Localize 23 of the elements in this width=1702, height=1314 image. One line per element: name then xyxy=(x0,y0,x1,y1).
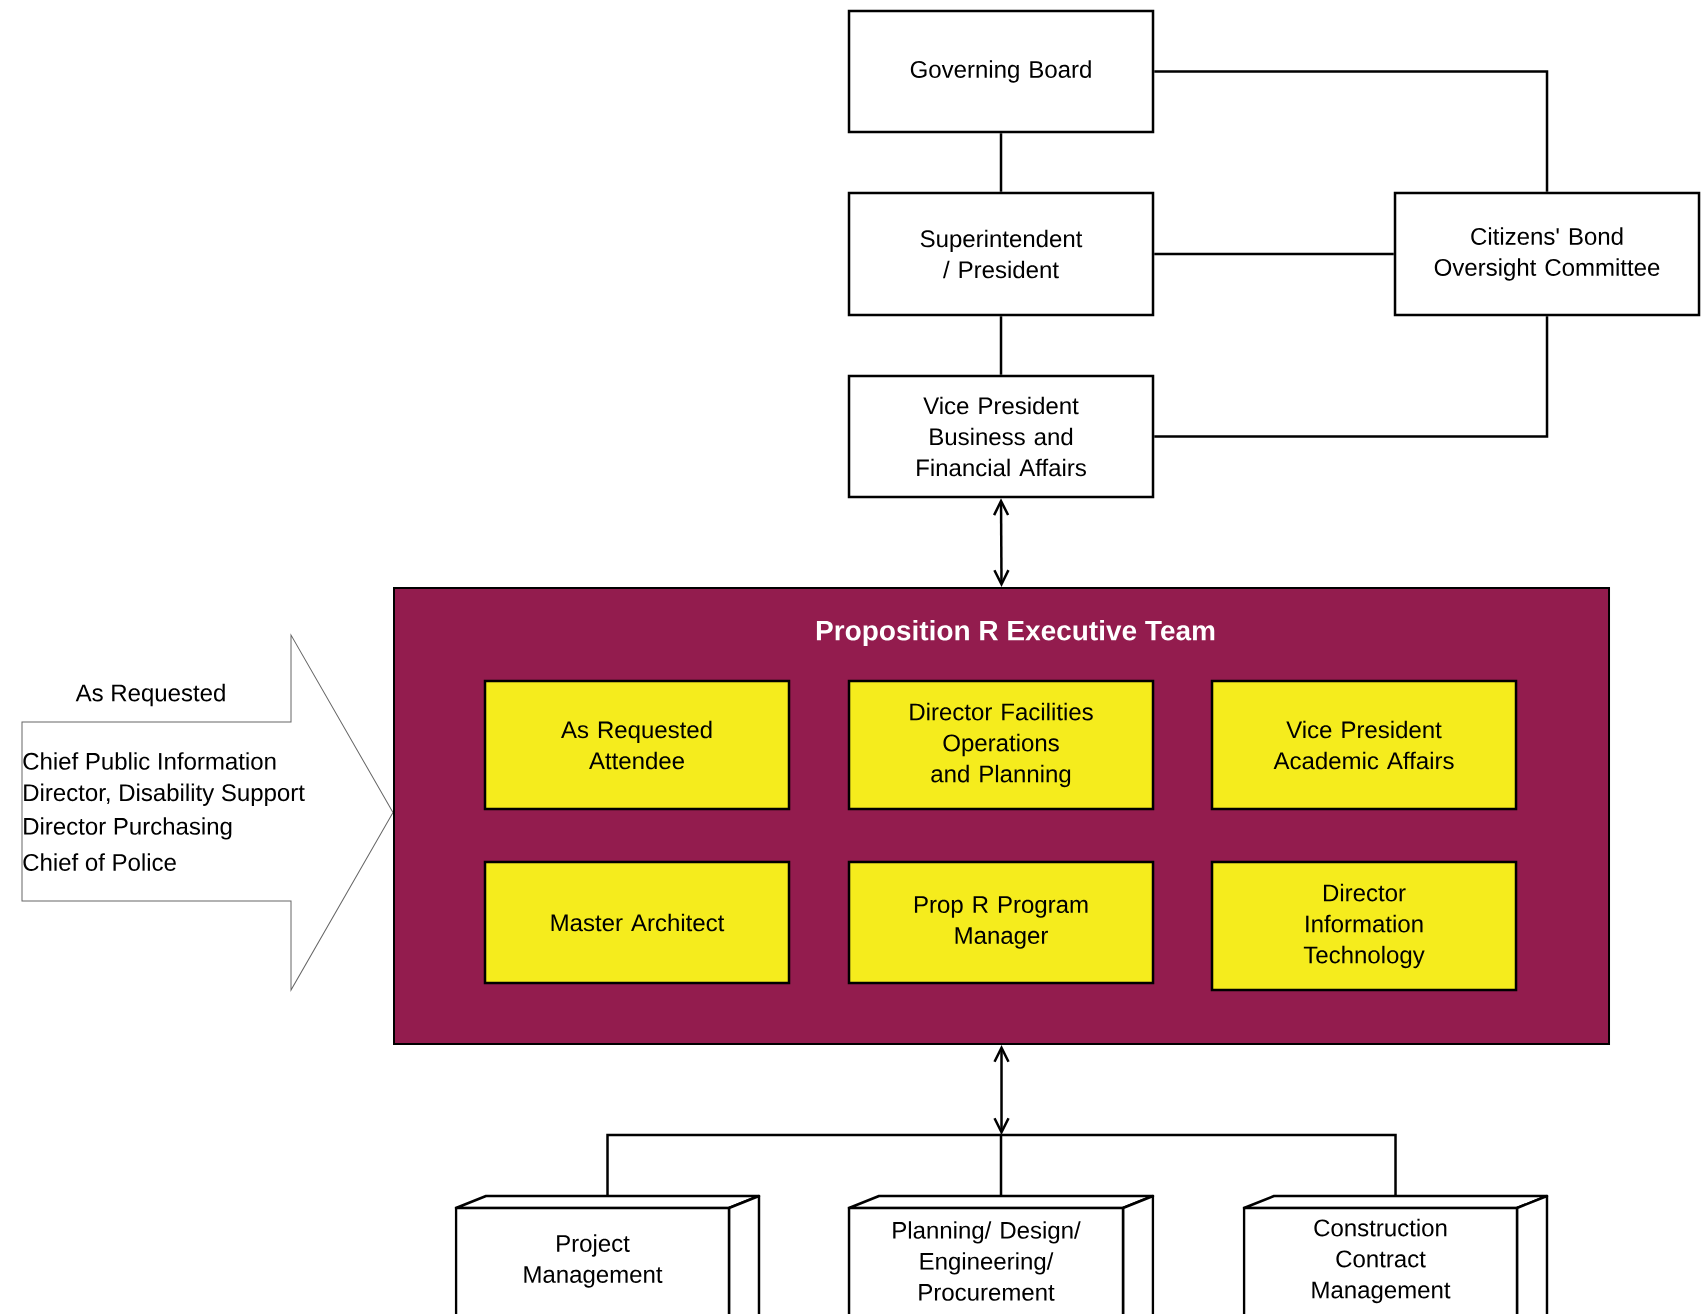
member-box: Director Information Technology xyxy=(1210,860,1518,992)
connector xyxy=(1154,70,1549,192)
org-box: Governing Board xyxy=(847,9,1155,134)
connector xyxy=(993,1045,1010,1135)
unit-box: Project Management xyxy=(454,1194,761,1314)
connector xyxy=(993,498,1010,587)
connector xyxy=(1001,1133,1397,1196)
unit-box: Planning/ Design/ Engineering/ Procurement xyxy=(847,1194,1155,1314)
org-box: Citizens' Bond Oversight Committee xyxy=(1393,191,1701,317)
member-box: Director Facilities Operations and Planning xyxy=(847,679,1155,811)
connector xyxy=(606,1133,1002,1196)
connector xyxy=(999,133,1003,192)
connector xyxy=(999,1133,1003,1196)
member-box: Prop R Program Manager xyxy=(847,860,1155,985)
connector xyxy=(999,316,1003,375)
unit-box: Construction Contract Management xyxy=(1242,1194,1549,1314)
org-box: Superintendent / President xyxy=(847,191,1155,317)
connector xyxy=(1154,316,1549,438)
member-box: Master Architect xyxy=(483,860,791,985)
member-box: As Requested Attendee xyxy=(483,679,791,811)
org-box: Vice President Business and Financial Affairs xyxy=(847,374,1155,499)
member-box: Vice President Academic Affairs xyxy=(1210,679,1518,811)
connector xyxy=(1154,252,1394,256)
